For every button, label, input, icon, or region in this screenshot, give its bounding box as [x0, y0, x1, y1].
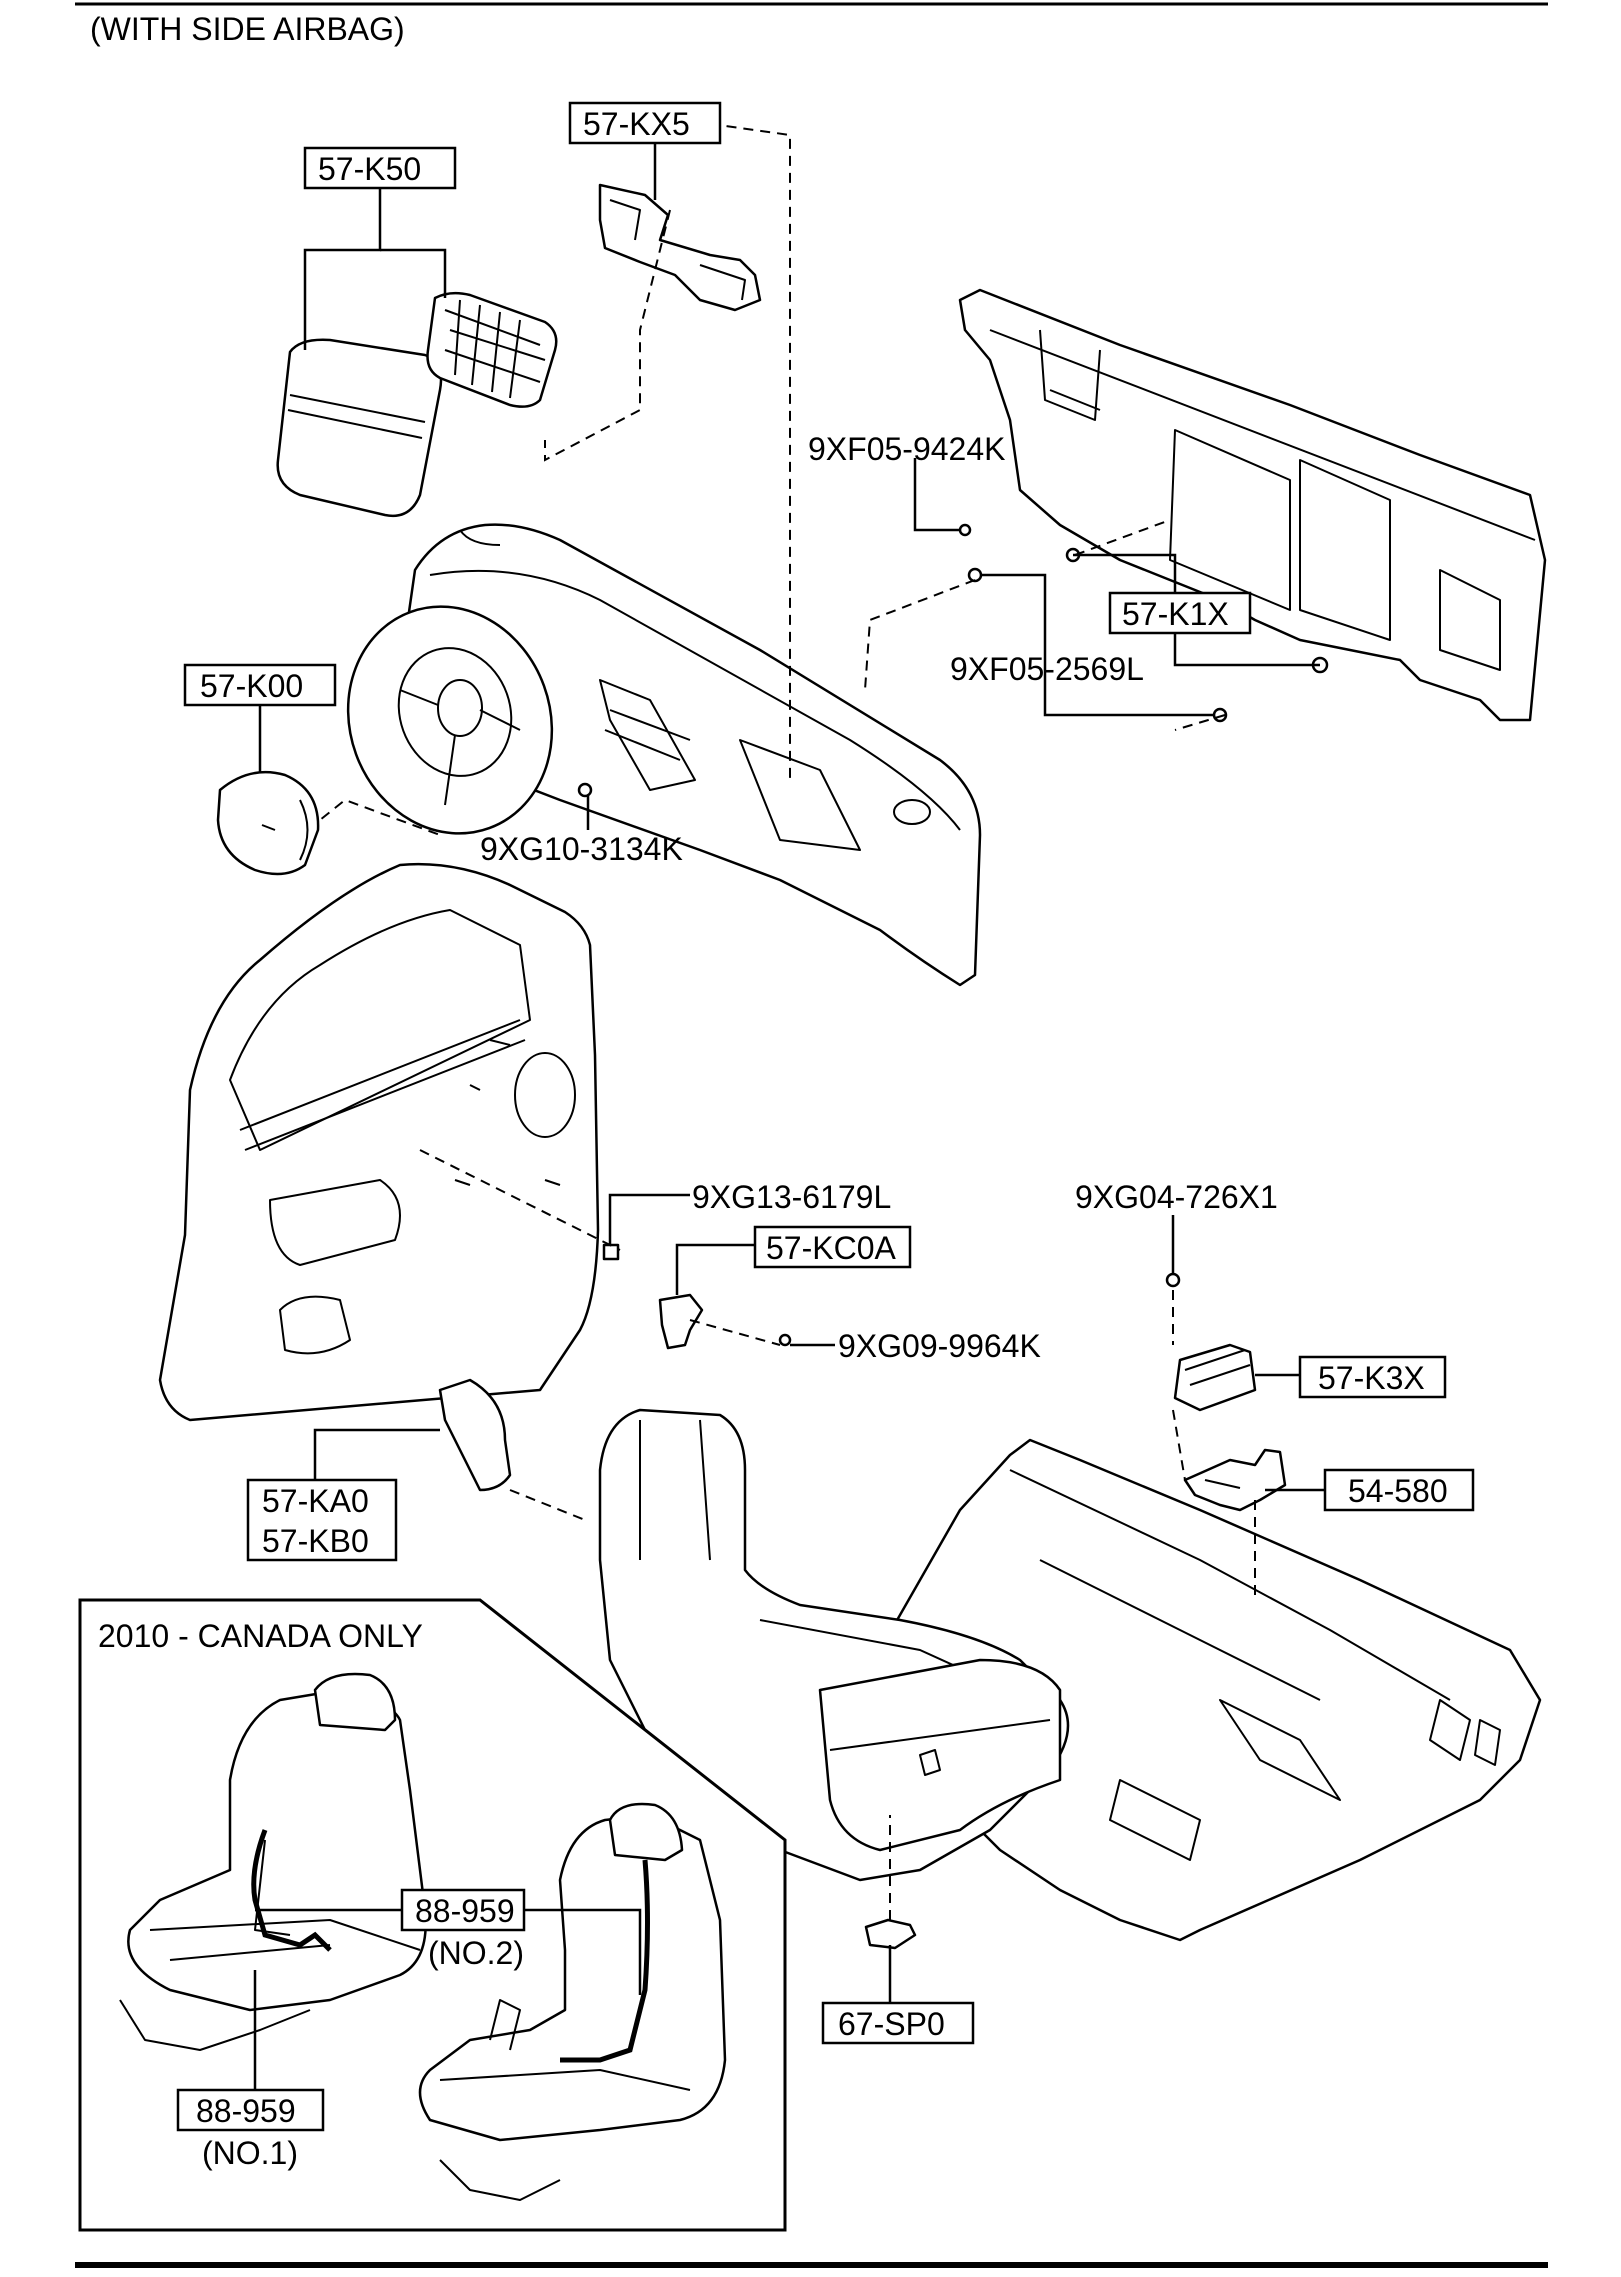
callout-88-959-no1-note: (NO.1): [202, 2135, 298, 2171]
callout-9xf05-2569l: 9XF05-2569L: [950, 651, 1144, 687]
leader-lines: [258, 135, 1325, 2005]
fasteners: [577, 523, 1329, 1347]
callout-54-580: 54-580: [1348, 1473, 1448, 1509]
floor-pan: [878, 1438, 1542, 1942]
callout-box-88-959-no1: [176, 2088, 325, 2132]
callout-9xg13-6179l: 9XG13-6179L: [692, 1179, 891, 1215]
callout-88-959-no2: 88-959: [415, 1893, 515, 1929]
seat-position-sensor: [864, 1918, 917, 1950]
callout-57-k3x: 57-K3X: [1318, 1360, 1425, 1396]
driver-airbag-module: [216, 770, 320, 876]
callout-box-54-580: [1323, 1468, 1475, 1512]
callout-57-kc0a: 57-KC0A: [766, 1230, 897, 1266]
callout-88-959-no1: 88-959: [196, 2093, 296, 2129]
callout-box-57-k3x: [1298, 1355, 1447, 1399]
module-bracket: [1183, 1448, 1287, 1512]
passenger-airbag-inflator: [426, 291, 558, 408]
callout-57-k50: 57-K50: [318, 151, 421, 187]
callout-57-k00: 57-K00: [200, 668, 303, 704]
steering-wheel: [346, 605, 554, 835]
front-seat: [598, 1408, 1070, 1882]
airbag-bracket: [598, 183, 762, 312]
passenger-airbag-cover: [276, 338, 443, 518]
callout-88-959-no2-note: (NO.2): [428, 1935, 524, 1971]
callout-9xg10-3134k: 9XG10-3134K: [480, 831, 683, 867]
callout-box-57-k00: [183, 663, 337, 707]
callout-box-67-sp0: [821, 2001, 975, 2045]
callout-9xg09-9964k: 9XG09-9964K: [838, 1328, 1041, 1364]
callout-67-sp0: 67-SP0: [838, 2006, 945, 2042]
inset-seat-1: [119, 1672, 427, 2051]
callout-box-88-959-no2: [400, 1888, 526, 1932]
seat-side-airbag: [438, 1378, 512, 1492]
callout-57-k1x: 57-K1X: [1122, 596, 1229, 632]
callout-9xf05-9424k: 9XF05-9424K: [808, 431, 1005, 467]
callout-57-kx5: 57-KX5: [583, 106, 690, 142]
callout-box-57-kx5: [568, 101, 722, 145]
side-impact-sensor: [658, 1293, 704, 1350]
callout-57-ka0: 57-KA0: [262, 1483, 369, 1519]
callout-box-57-k50: [303, 146, 457, 190]
callout-box-57-ka0-kb0: [246, 1478, 398, 1562]
airbag-control-module: [1173, 1343, 1257, 1412]
inset-title: 2010 - CANADA ONLY: [98, 1618, 423, 1654]
callout-box-57-k1x: [1108, 591, 1252, 635]
callout-box-57-kc0a: [753, 1225, 912, 1269]
callout-57-kb0: 57-KB0: [262, 1523, 369, 1559]
front-door-inner-panel: [158, 862, 600, 1422]
callout-9xg04-726x1: 9XG04-726X1: [1075, 1179, 1278, 1215]
header-title: (WITH SIDE AIRBAG): [90, 11, 405, 47]
inset-seat-2: [418, 1802, 727, 2201]
dash-cowl-panel: [958, 288, 1547, 722]
